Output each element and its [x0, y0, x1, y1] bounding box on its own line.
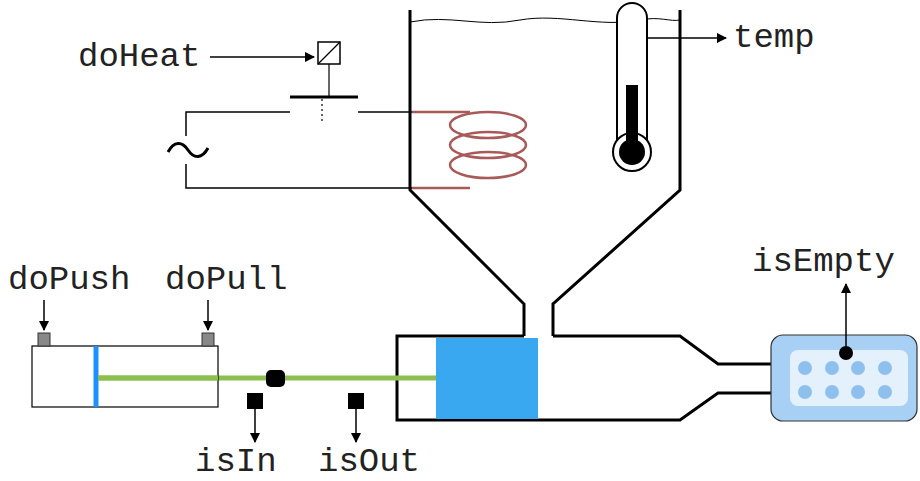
signal-label: isIn: [195, 445, 277, 479]
cups: [798, 361, 892, 399]
rod-marker: [266, 370, 285, 387]
cup: [851, 385, 865, 399]
cup: [851, 361, 865, 375]
position-sensor: [348, 393, 364, 409]
air-port: [202, 333, 214, 346]
signal-arrow: [355, 409, 357, 442]
signal-label: isOut: [318, 445, 420, 479]
signal-arrow: [207, 300, 209, 330]
dosing-housing: [553, 336, 772, 364]
wire: [186, 112, 290, 136]
position-sensor: [247, 393, 263, 409]
coil-lead: [412, 111, 470, 114]
switch-link: [321, 99, 322, 122]
cup: [878, 361, 892, 375]
signal-arrow: [648, 37, 726, 39]
signal-label: doHeat: [78, 40, 200, 74]
empty-sensor: [839, 346, 853, 360]
relay-mark: [318, 42, 340, 64]
pneumatic-cylinder: [32, 346, 218, 407]
dosing-piston: [436, 338, 538, 419]
switch-contact: [290, 96, 358, 99]
coil-loop: [450, 152, 526, 178]
cup: [825, 361, 839, 375]
cup: [878, 385, 892, 399]
signal-arrow: [43, 300, 45, 330]
coil-loop: [450, 132, 526, 158]
signal-arrow: [845, 284, 847, 346]
ac-symbol: [168, 143, 208, 156]
piston-rod: [98, 376, 218, 381]
signal-label: isEmpty: [752, 245, 895, 279]
cup: [798, 385, 812, 399]
signal-label: doPush: [8, 263, 130, 297]
signal-label: doPull: [165, 263, 287, 297]
coil-loop: [450, 112, 526, 138]
coil-lead: [412, 187, 470, 190]
wire: [358, 111, 412, 113]
thermometer-bulb-fill: [619, 139, 645, 165]
signal-arrow: [210, 56, 314, 58]
relay-stem: [328, 64, 329, 96]
heating-coil: [412, 112, 526, 188]
spacer: [617, 60, 647, 150]
tank-wall: [410, 10, 524, 336]
dosing-housing: [397, 336, 772, 420]
air-port: [38, 333, 50, 346]
cup: [798, 361, 812, 375]
relay-coil: [318, 42, 340, 64]
cup: [825, 385, 839, 399]
cup-tray: [771, 335, 917, 421]
signal-arrow: [254, 409, 256, 442]
pneumatic-piston: [94, 346, 99, 407]
wire: [186, 164, 412, 188]
signal-label: temp: [733, 21, 815, 55]
